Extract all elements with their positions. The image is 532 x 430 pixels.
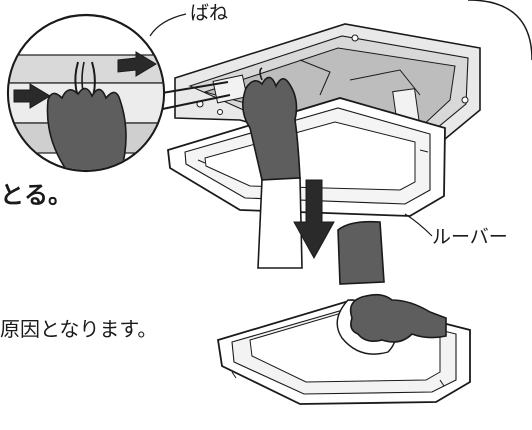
zoom-callout <box>6 13 231 173</box>
louver-cleaning <box>216 293 471 405</box>
louver-leader-line <box>404 213 433 237</box>
warning-text-fragment: 原因となります。 <box>0 317 158 341</box>
push-arrow-right-icon <box>117 51 157 77</box>
down-arrow-icon <box>293 179 335 260</box>
step-text-fragment: とる。 <box>0 181 72 209</box>
louver-panel <box>167 97 446 217</box>
louver-label: ルーバー <box>432 226 508 248</box>
glove-icon <box>349 293 447 343</box>
hand-holding-louver <box>337 220 385 285</box>
frame-corner <box>467 0 532 61</box>
spring-leader-line <box>149 13 187 37</box>
hand-on-unit <box>242 67 303 269</box>
spring-label: ばね <box>190 2 229 24</box>
push-arrow-left-icon <box>13 83 51 109</box>
